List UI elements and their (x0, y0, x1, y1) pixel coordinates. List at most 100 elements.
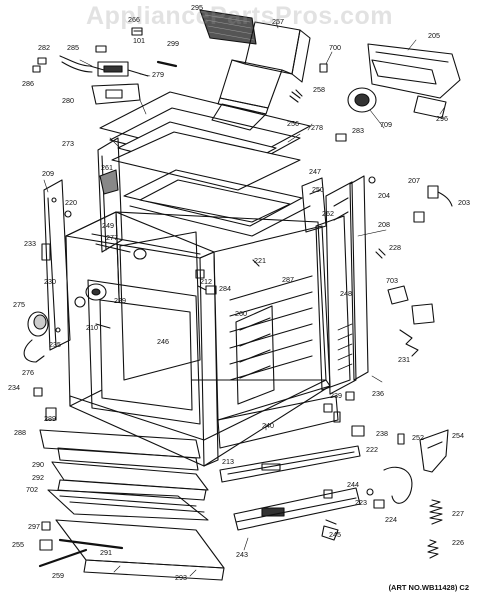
part-234 (33, 387, 43, 397)
bulb-229 (74, 296, 86, 308)
part-label-212: 212 (200, 277, 212, 286)
part-label-210: 210 (86, 323, 98, 332)
drawer-front-288 (39, 429, 201, 471)
part-282 (37, 57, 47, 65)
top-frame-247 (123, 169, 311, 237)
hinge-254 (419, 429, 449, 473)
part-label-231: 231 (398, 355, 410, 364)
front-rail-213 (219, 445, 361, 483)
rod-299 (156, 60, 178, 68)
part-label-248: 248 (340, 289, 352, 298)
part-label-292: 292 (32, 473, 44, 482)
part-label-288: 288 (14, 428, 26, 437)
part-label-703: 703 (386, 276, 398, 285)
rail-249 (91, 233, 201, 255)
bracket-block (411, 303, 435, 325)
cover-plate-278 (111, 131, 301, 191)
screw-258 (289, 89, 303, 103)
part-label-256: 256 (287, 119, 299, 128)
part-label-205: 205 (428, 31, 440, 40)
part-label-259: 259 (52, 571, 64, 580)
part-label-258: 258 (313, 85, 325, 94)
spring-hook-224 (383, 466, 413, 504)
part-label-250: 250 (312, 185, 324, 194)
screw-228 (375, 248, 386, 259)
part-label-228: 228 (389, 243, 401, 252)
port-circle (133, 248, 147, 260)
rear-panel-248 (315, 215, 351, 391)
rod-291 (58, 538, 124, 550)
bracket-703 (387, 285, 409, 305)
part-286 (32, 65, 41, 73)
part-label-275: 275 (13, 300, 25, 309)
spring-226 (427, 539, 439, 559)
base-shield-240 (217, 395, 339, 449)
part-label-262: 262 (322, 209, 334, 218)
rack-210 (95, 323, 111, 329)
part-label-220: 220 (65, 198, 77, 207)
part-label-282: 282 (38, 43, 50, 52)
oven-body-cavity (65, 211, 331, 467)
part-label-284: 284 (219, 284, 231, 293)
screw-221 (252, 259, 260, 267)
clip-218 (197, 285, 207, 291)
back-bracket-205 (367, 43, 461, 119)
part-label-203: 203 (458, 198, 470, 207)
part-label-243: 243 (236, 550, 248, 559)
screw-220 (64, 210, 72, 218)
broiler-pan-290 (51, 461, 209, 501)
left-frame-209 (43, 179, 71, 351)
part-label-208: 208 (378, 220, 390, 229)
part-label-101: 101 (133, 36, 145, 45)
part-wb (413, 211, 425, 223)
part-244 (323, 489, 333, 499)
part-label-235: 235 (49, 340, 61, 349)
part-label-260: 260 (235, 309, 247, 318)
part-label-249: 249 (102, 221, 114, 230)
part-label-213: 213 (222, 457, 234, 466)
part-label-222: 222 (366, 445, 378, 454)
wire-276 (23, 339, 45, 363)
plug-204 (368, 176, 376, 184)
part-label-283: 283 (352, 126, 364, 135)
part-label-257: 257 (272, 17, 284, 26)
clip-700 (319, 63, 328, 73)
part-label-207: 207 (408, 176, 420, 185)
spring-227 (429, 499, 443, 525)
part-label-230: 230 (44, 277, 56, 286)
part-label-261: 261 (101, 163, 113, 172)
part-label-277: 277 (106, 233, 118, 242)
part-label-246: 246 (157, 337, 169, 346)
part-label-700: 700 (329, 43, 341, 52)
spring-231 (399, 329, 419, 357)
part-label-299: 299 (167, 39, 179, 48)
part-label-221: 221 (254, 256, 266, 265)
part-223 (366, 488, 374, 496)
part-label-254: 254 (452, 431, 464, 440)
part-label-240: 240 (262, 421, 274, 430)
leader-lines (43, 11, 445, 577)
lower-drawer-243 (233, 487, 361, 531)
part-label-296: 296 (436, 114, 448, 123)
part-239 (323, 403, 333, 413)
connector-207-203 (427, 185, 453, 207)
part-236 (345, 391, 355, 401)
part-label-280: 280 (62, 96, 74, 105)
bracket-250-262 (301, 177, 327, 233)
part-label-286: 286 (22, 79, 34, 88)
thermostat-230 (85, 283, 107, 301)
part-label-209: 209 (42, 169, 54, 178)
part-label-227: 227 (452, 509, 464, 518)
part-label-229: 229 (114, 296, 126, 305)
vent-duct-257 (211, 21, 311, 131)
rack-702 (47, 489, 209, 521)
part-label-236: 236 (372, 389, 384, 398)
insulation-pad-295 (199, 9, 257, 45)
part-283 (335, 133, 347, 142)
part-label-252: 252 (412, 433, 424, 442)
part-label-290: 290 (32, 460, 44, 469)
bracket-280 (91, 83, 141, 105)
